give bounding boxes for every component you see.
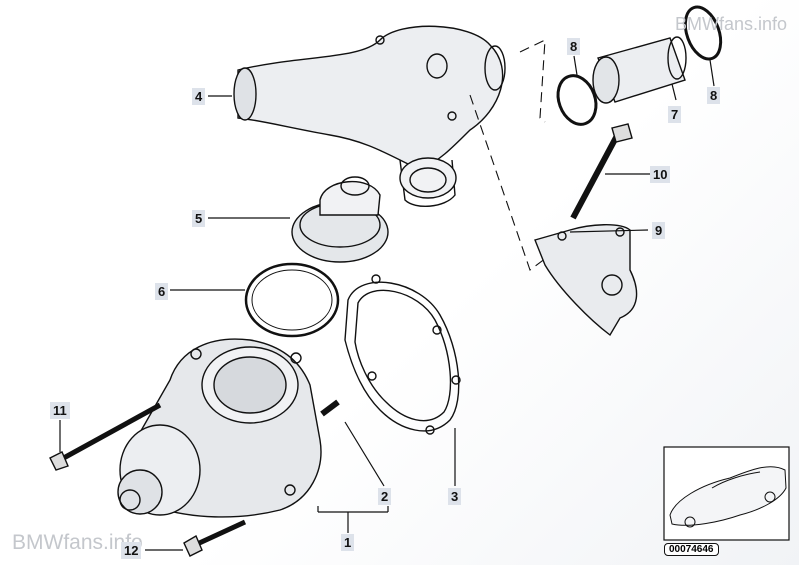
- thermostat-housing[interactable]: [233, 25, 506, 207]
- callout-5[interactable]: 5: [192, 210, 206, 227]
- bracket[interactable]: [534, 224, 638, 337]
- watermark-top: BMWfans.info: [674, 14, 787, 34]
- callout-2[interactable]: 2: [378, 488, 392, 505]
- coolant-pipe[interactable]: [592, 36, 687, 104]
- callout-3[interactable]: 3: [448, 488, 462, 505]
- water-pump[interactable]: [117, 338, 322, 518]
- seal-ring[interactable]: [244, 262, 340, 338]
- callout-12[interactable]: 12: [121, 542, 142, 559]
- o-ring-left[interactable]: [552, 70, 603, 129]
- bolt-12[interactable]: [183, 519, 247, 557]
- callout-4[interactable]: 4: [192, 88, 206, 105]
- callout-11[interactable]: 11: [50, 402, 70, 419]
- dowel-pin[interactable]: [320, 399, 340, 417]
- thermostat[interactable]: [291, 176, 389, 263]
- gasket[interactable]: [344, 274, 461, 435]
- vehicle-inset: [663, 446, 790, 541]
- callout-6[interactable]: 6: [155, 283, 169, 300]
- callout-8-left[interactable]: 8: [567, 38, 581, 55]
- watermark-bottom: BMWfans.info: [12, 531, 143, 554]
- callout-10[interactable]: 10: [650, 166, 671, 183]
- bolt-long[interactable]: [570, 123, 633, 220]
- callout-7[interactable]: 7: [668, 106, 682, 123]
- diagram-part-number: 00074646: [664, 543, 719, 556]
- callout-1[interactable]: 1: [341, 534, 355, 551]
- bolt-11[interactable]: [49, 402, 162, 471]
- o-ring-right[interactable]: [679, 2, 728, 64]
- callout-8-right[interactable]: 8: [707, 87, 721, 104]
- callout-9[interactable]: 9: [652, 222, 666, 239]
